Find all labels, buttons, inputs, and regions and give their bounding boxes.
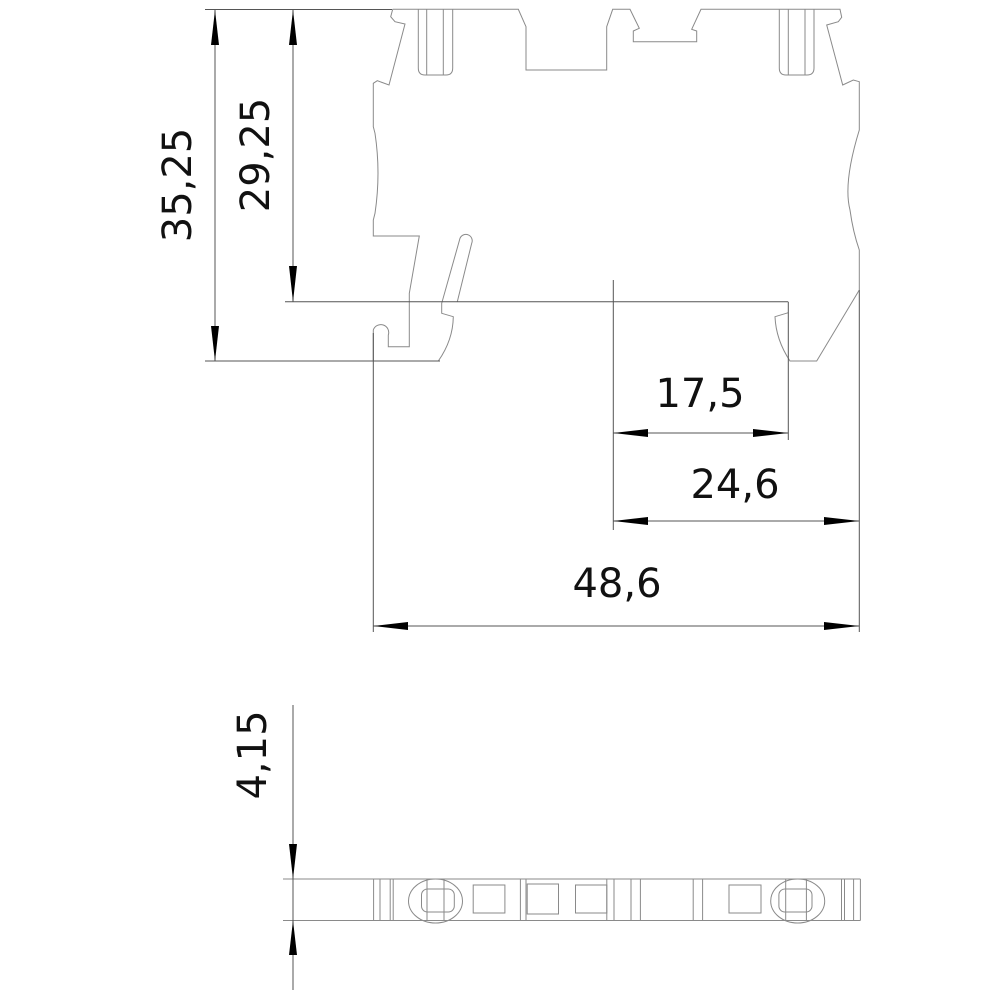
side-view-top-profile bbox=[392, 8, 860, 362]
arrowhead bbox=[211, 326, 219, 361]
extension-lines bbox=[205, 9, 860, 921]
arrowhead bbox=[824, 517, 860, 525]
square-opening bbox=[472, 884, 506, 914]
dimension-thickness: 4,15 bbox=[230, 705, 297, 990]
dimension-label: 17,5 bbox=[655, 371, 744, 417]
right-screw-opening bbox=[770, 878, 826, 924]
dimension-label: 4,15 bbox=[230, 710, 276, 799]
square-opening bbox=[575, 884, 608, 914]
left-screw-opening bbox=[408, 878, 463, 924]
right-screw-slot bbox=[778, 888, 813, 913]
dimension-total-height: 35,25 bbox=[155, 10, 219, 361]
right-pin-slot bbox=[778, 9, 815, 76]
square-opening bbox=[526, 883, 560, 915]
dimension-label: 24,6 bbox=[690, 462, 779, 508]
dimension-total-width: 48,6 bbox=[373, 561, 860, 630]
arrowhead bbox=[289, 266, 297, 302]
arrowhead bbox=[753, 429, 789, 437]
side-view-outline bbox=[372, 9, 473, 362]
top-view-separators bbox=[373, 879, 861, 921]
arrowhead bbox=[289, 844, 297, 879]
arrowhead bbox=[289, 10, 297, 45]
arrowhead bbox=[824, 622, 860, 630]
dimension-half-width-small: 17,5 bbox=[613, 371, 789, 437]
left-screw-slot bbox=[421, 888, 455, 913]
arrowhead bbox=[613, 517, 648, 525]
square-opening bbox=[728, 884, 762, 914]
dimension-label: 29,25 bbox=[233, 98, 279, 213]
arrowhead bbox=[613, 429, 648, 437]
dimension-half-width: 24,6 bbox=[613, 462, 860, 525]
dimension-rail-height: 29,25 bbox=[233, 10, 297, 302]
left-pin-slot bbox=[417, 9, 454, 76]
arrowhead bbox=[373, 622, 408, 630]
top-view bbox=[283, 878, 861, 924]
arrowhead bbox=[211, 10, 219, 45]
dimension-label: 35,25 bbox=[155, 128, 201, 243]
dimension-label: 48,6 bbox=[572, 561, 661, 607]
arrowhead bbox=[289, 920, 297, 955]
side-view bbox=[372, 8, 860, 362]
